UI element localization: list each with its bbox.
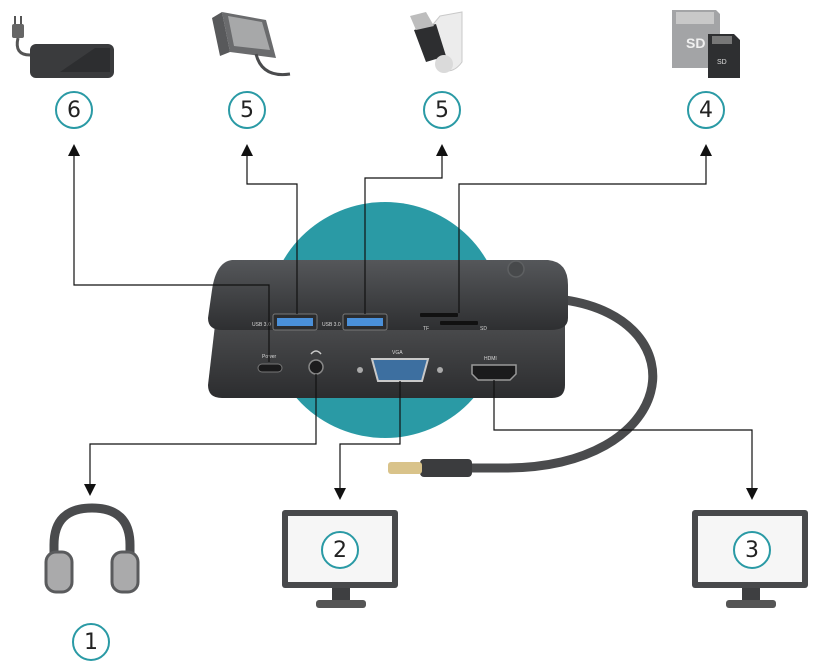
usb-c-plug [388, 459, 472, 477]
usb-c-hub-device: USB 3.0 USB 3.0 TF SD Power VGA HDMI [208, 260, 568, 398]
line-card-to-sd [458, 144, 712, 313]
line-usb-left-to-drive [241, 144, 298, 314]
marker-sd-cards: 4 [687, 91, 725, 129]
line-usb-right-to-stick [364, 144, 448, 314]
hdmi-label: HDMI [484, 356, 497, 362]
marker-hard-drive: 5 [228, 91, 266, 129]
sd-card-icon: SD SD [672, 10, 740, 78]
usb-flash-drive-icon [410, 11, 463, 73]
audio-jack-port [308, 359, 324, 375]
marker-vga-monitor: 2 [321, 531, 359, 569]
external-hard-drive-icon [212, 12, 291, 77]
hdmi-port [471, 364, 517, 381]
hdmi-monitor-icon [692, 510, 808, 608]
marker-usb-stick: 5 [423, 91, 461, 129]
tf-card-slot [420, 313, 458, 317]
usb-c-power-port [257, 363, 283, 373]
tf-card-label: TF [423, 326, 429, 332]
marker-headphones: 1 [72, 623, 110, 661]
line-hdmi-to-monitor [493, 380, 758, 500]
sd-card-slot [440, 321, 478, 325]
line-power-to-charger [68, 144, 270, 362]
usb-right-label: USB 3.0 [322, 322, 341, 328]
sd-card-label: SD [480, 326, 487, 332]
line-vga-to-monitor [334, 381, 401, 500]
marker-charger: 6 [55, 91, 93, 129]
vga-port [370, 358, 430, 382]
marker-hdmi-monitor: 3 [733, 531, 771, 569]
power-adapter-icon [12, 16, 114, 78]
headphones-icon [44, 503, 140, 594]
microsd-card-text: SD [717, 59, 727, 66]
usb-c-cable [465, 295, 658, 473]
sd-card-text: SD [686, 35, 705, 51]
line-audio-to-headphones [84, 374, 317, 496]
vga-label: VGA [392, 350, 403, 356]
usb-left-label: USB 3.0 [252, 322, 271, 328]
